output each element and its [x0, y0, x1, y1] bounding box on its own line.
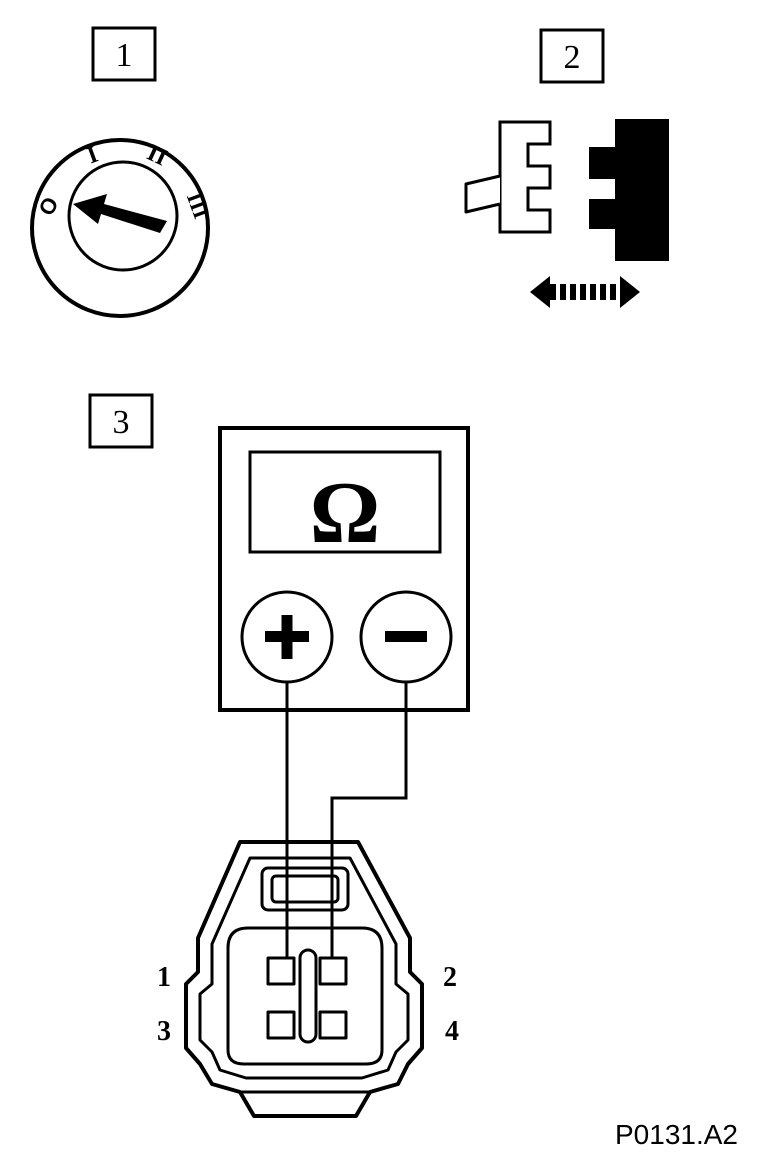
ignition-switch-icon: O I II III — [30, 138, 214, 318]
pin-label-3: 3 — [157, 1016, 171, 1047]
connector-lock-tab-icon — [464, 174, 501, 214]
connector-pin-4 — [318, 1010, 348, 1040]
step-1-box — [91, 26, 157, 82]
step-3-panel: 3 Ω — [88, 393, 470, 1118]
ohmmeter: Ω — [218, 426, 470, 712]
pin-label-2: 2 — [443, 962, 457, 993]
ohm-symbol: Ω — [310, 465, 380, 562]
pin-label-1: 1 — [157, 962, 171, 993]
connector-pin-2 — [318, 956, 348, 986]
connector-cavity — [226, 926, 384, 1066]
connector-half-left-icon — [498, 120, 552, 234]
ohmmeter-display — [248, 450, 442, 554]
connector-mid-shell — [198, 856, 410, 1080]
step-3-box — [88, 393, 154, 449]
step-2-panel: 2 — [464, 28, 669, 308]
negative-test-lead — [330, 682, 408, 958]
step-1-number: 1 — [116, 37, 133, 74]
plus-icon-vertical — [281, 615, 293, 659]
connector-half-right-icon — [589, 119, 669, 261]
connector-pin-1 — [266, 956, 296, 986]
test-leads — [285, 682, 408, 958]
minus-icon — [385, 631, 427, 642]
sensor-connector — [184, 840, 424, 1118]
connector-latch — [260, 866, 350, 912]
figure-code: P0131.A2 — [615, 1119, 738, 1150]
connector-outer-shell — [184, 840, 424, 1118]
connector-latch-slot — [270, 874, 340, 904]
step-1-panel: 1 O I II III — [30, 26, 214, 318]
connector-pin-3 — [266, 1010, 296, 1040]
connector-divider — [298, 948, 318, 1044]
pin-label-4: 4 — [445, 1016, 459, 1047]
step-2-number: 2 — [564, 39, 581, 76]
ignition-key-arrow-icon — [73, 194, 167, 233]
step-3-number: 3 — [113, 404, 130, 441]
double-arrow-icon — [530, 276, 640, 308]
step-2-box — [539, 28, 605, 84]
